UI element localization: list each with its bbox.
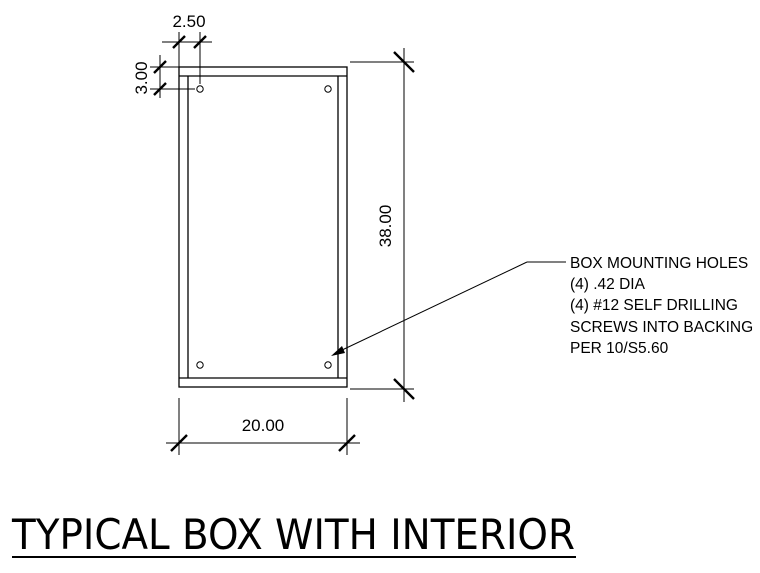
dimension-label-height: 38.00 xyxy=(376,205,395,248)
leader-arrowhead xyxy=(331,346,345,356)
note-leader xyxy=(331,261,566,356)
dimension-width: 20.00 xyxy=(166,398,360,455)
note-line: PER 10/S5.60 xyxy=(570,340,669,357)
dimension-side-offset: 3.00 xyxy=(132,55,195,98)
dimension-label-width: 20.00 xyxy=(242,416,285,435)
dimension-height: 38.00 xyxy=(350,48,415,402)
mounting-holes xyxy=(196,85,332,369)
note-line: (4) #12 SELF DRILLING xyxy=(570,297,738,314)
mounting-hole xyxy=(196,361,204,369)
note-line: BOX MOUNTING HOLES xyxy=(570,255,748,272)
drawing-title-block: TYPICAL BOX WITH INTERIOR xyxy=(11,510,576,559)
note-line: (4) .42 DIA xyxy=(570,276,646,293)
mounting-hole xyxy=(324,361,332,369)
drawing-title: TYPICAL BOX WITH INTERIOR xyxy=(11,510,575,559)
box-outline xyxy=(178,66,348,388)
dimension-label-top-offset: 2.50 xyxy=(172,12,205,31)
dimension-label-side-offset: 3.00 xyxy=(132,61,151,94)
mounting-note: BOX MOUNTING HOLES (4) .42 DIA (4) #12 S… xyxy=(570,255,753,357)
note-line: SCREWS INTO BACKING xyxy=(570,319,753,336)
mounting-hole xyxy=(324,85,332,93)
dimension-top-offset: 2.50 xyxy=(162,12,212,84)
mounting-hole xyxy=(196,85,204,93)
